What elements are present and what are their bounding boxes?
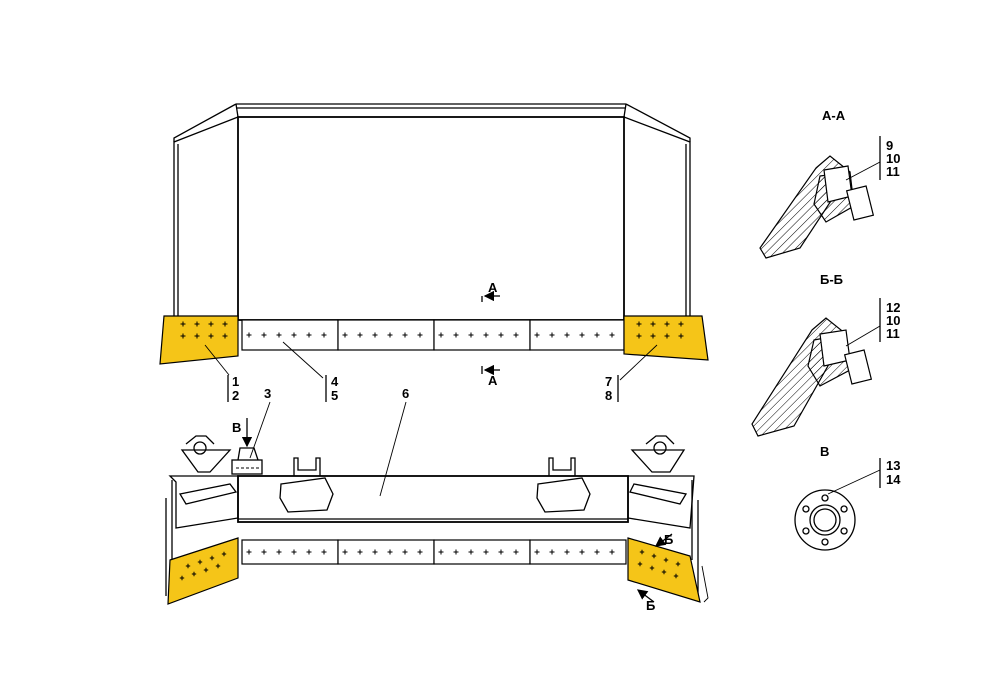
end-bit-right <box>623 315 709 361</box>
section-mark-b-bottom: Б <box>646 598 655 613</box>
end-bit-bolt-marks <box>180 321 684 339</box>
end-bit-bolt-marks <box>179 549 681 581</box>
section-aa-callout-10: 10 <box>886 151 900 166</box>
view-v-callout-13: 13 <box>886 458 900 473</box>
section-a-a: А-А 9 10 11 <box>759 108 900 259</box>
callout-7: 7 <box>605 374 612 389</box>
callout-1: 1 <box>232 374 239 389</box>
view-v-title: В <box>820 444 829 459</box>
callout-8: 8 <box>605 388 612 403</box>
view-mark-v: В <box>232 420 241 435</box>
callout-4: 4 <box>331 374 339 389</box>
flange-bolt-holes <box>802 494 848 546</box>
blade-rear-view: В Б Б 3 6 <box>165 386 709 613</box>
section-bb-callout-12: 12 <box>886 300 900 315</box>
section-bb-callout-10: 10 <box>886 313 900 328</box>
section-aa-callout-9: 9 <box>886 138 893 153</box>
callout-3: 3 <box>264 386 271 401</box>
section-mark-a-bottom: А <box>488 373 498 388</box>
end-bit-left <box>159 315 239 365</box>
callout-5: 5 <box>331 388 338 403</box>
view-v: В 13 14 <box>794 444 901 551</box>
view-v-callout-14: 14 <box>886 472 901 487</box>
callout-2: 2 <box>232 388 239 403</box>
callout-6: 6 <box>402 386 409 401</box>
bolt-marks <box>246 549 615 555</box>
blade-front-view: А А 1 2 4 5 7 8 <box>159 103 709 403</box>
cutting-edge-plate <box>529 319 625 351</box>
section-aa-callout-11: 11 <box>886 164 900 179</box>
section-mark-b-top: Б <box>664 532 673 547</box>
section-b-b: Б-Б 12 10 11 <box>751 272 900 437</box>
section-aa-title: А-А <box>822 108 846 123</box>
section-mark-a-top: А <box>488 280 498 295</box>
section-bb-callout-11: 11 <box>886 326 900 341</box>
bolt-marks <box>246 332 615 338</box>
end-bit-left-rear <box>167 537 239 605</box>
section-bb-title: Б-Б <box>820 272 843 287</box>
